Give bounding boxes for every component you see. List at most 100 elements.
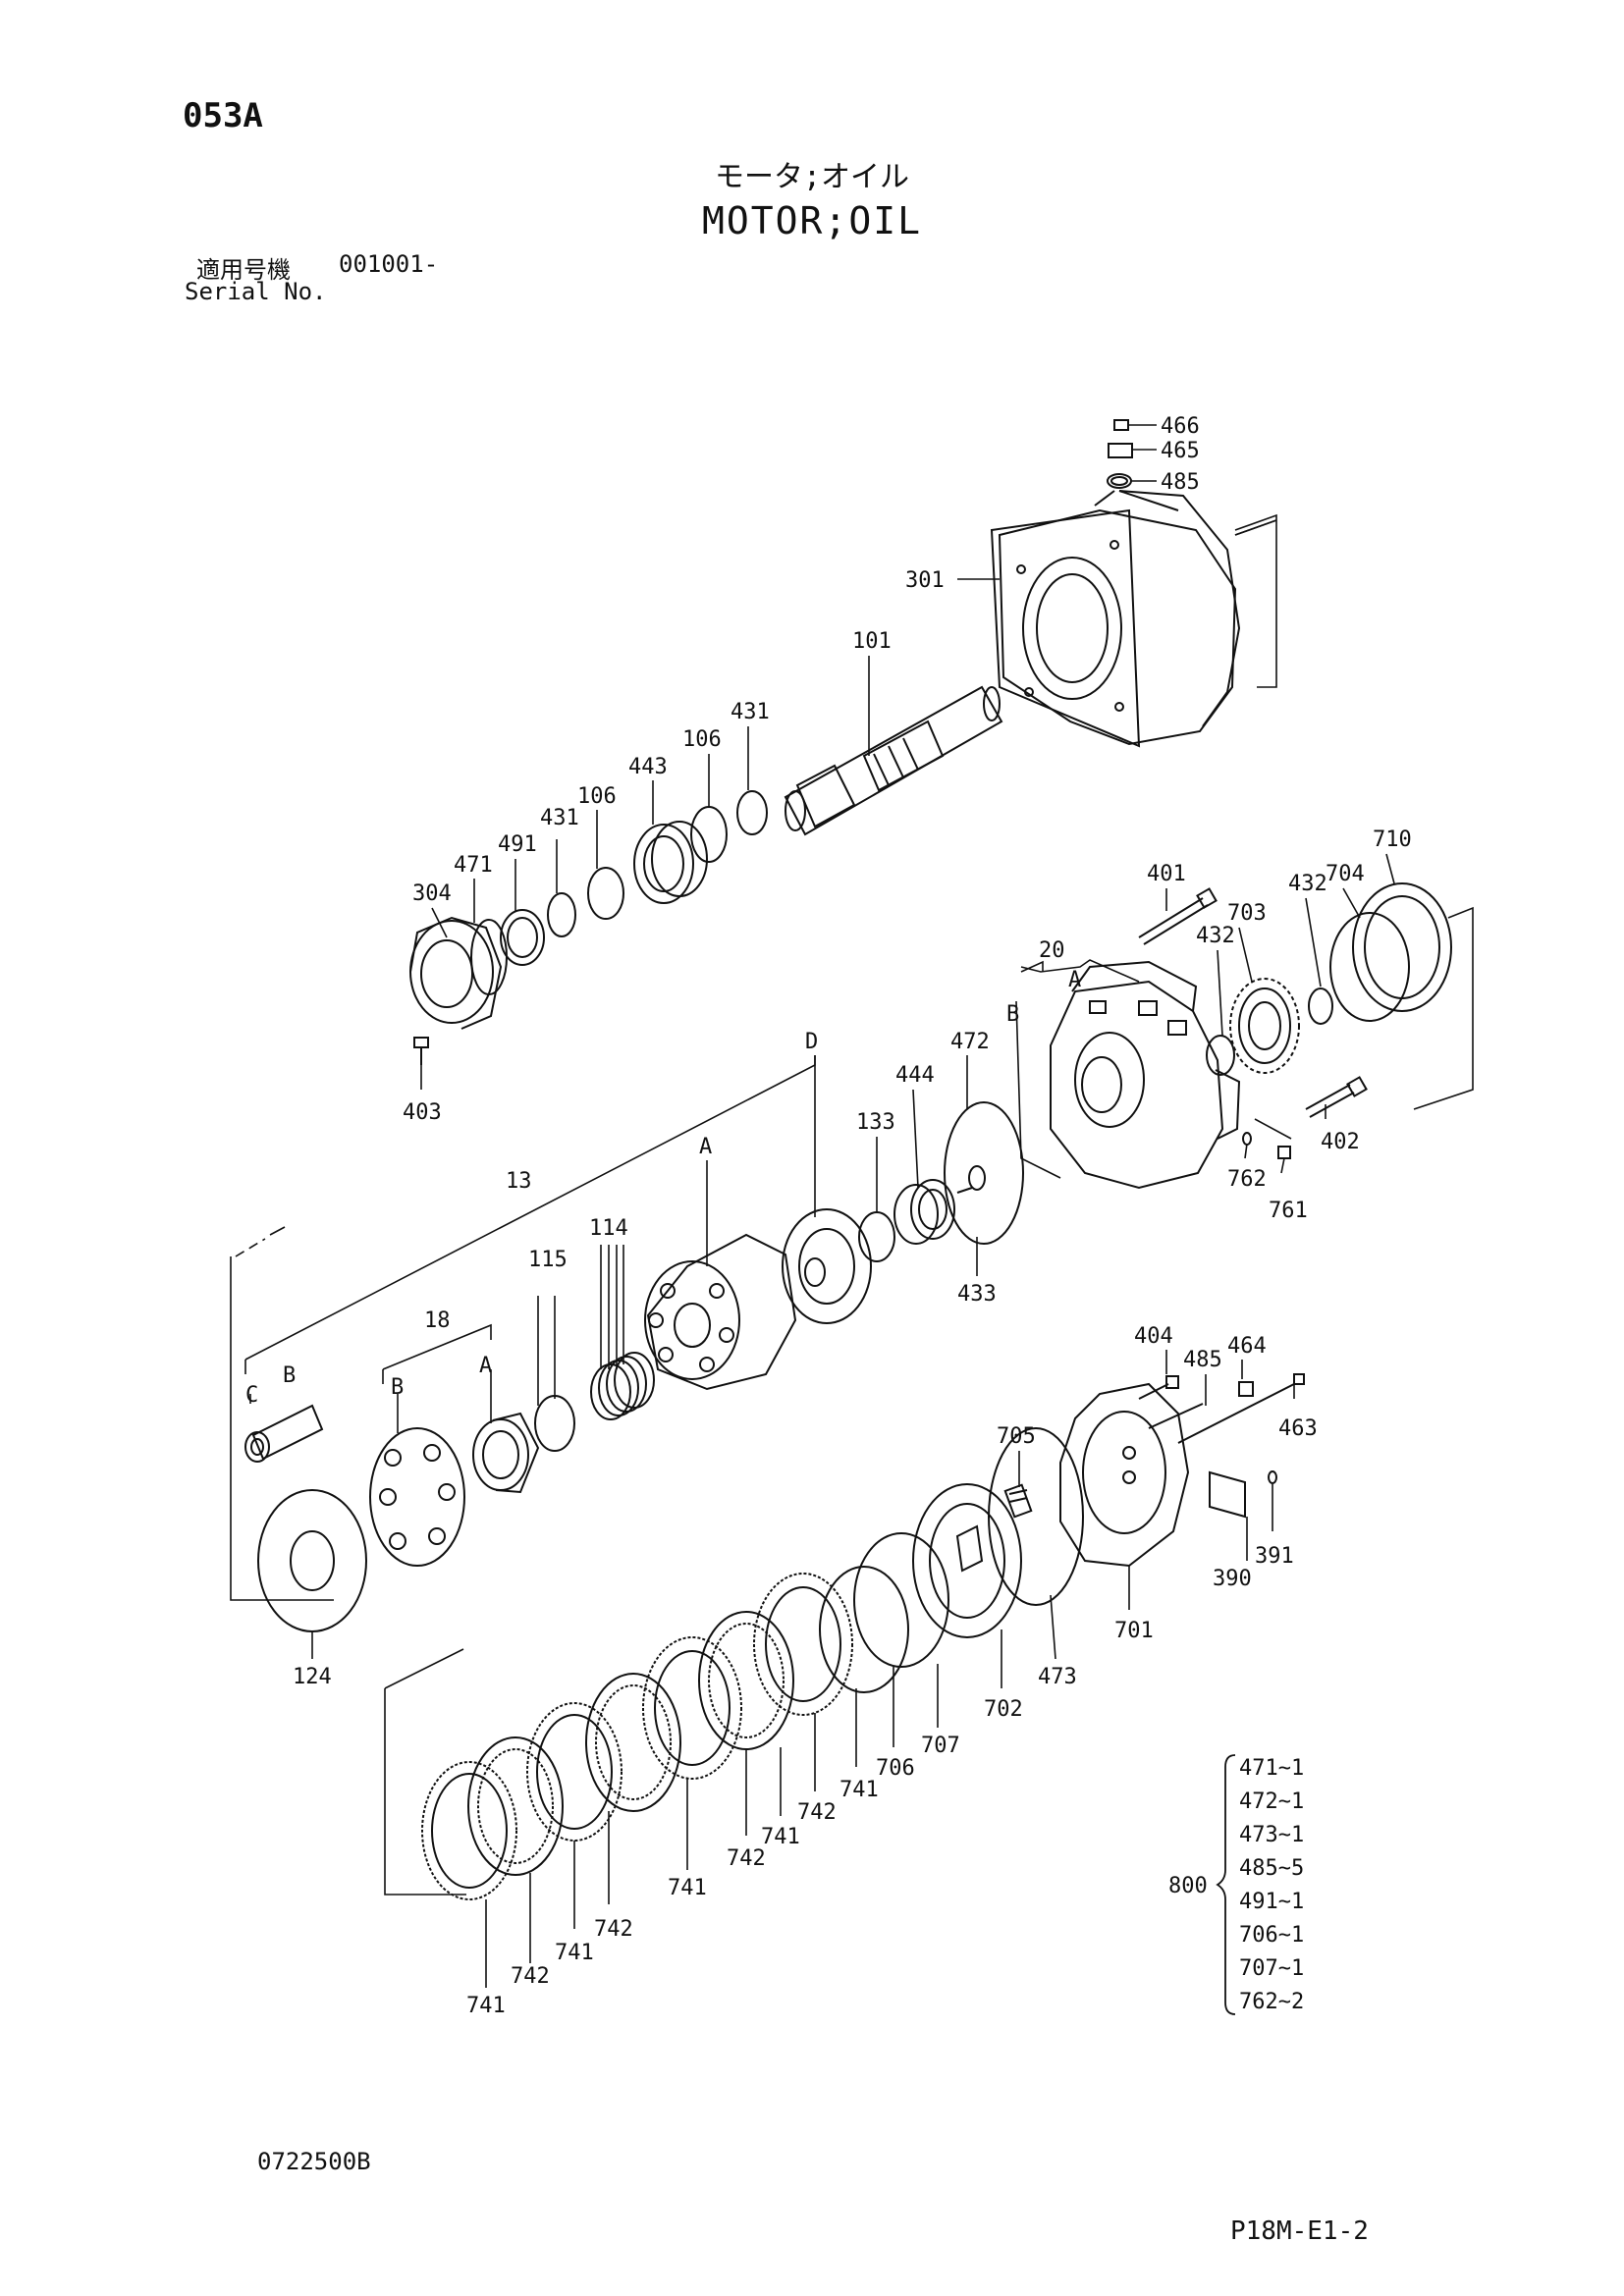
callout-464: 464	[1227, 1334, 1267, 1359]
callout-761: 761	[1269, 1199, 1308, 1223]
spring-705-drawing	[1003, 1483, 1033, 1519]
callout-391: 391	[1255, 1544, 1294, 1569]
ring-707	[853, 1532, 949, 1668]
seal-491-drawing	[500, 909, 545, 966]
callout-742-d: 742	[511, 1964, 550, 1989]
gear-703-drawing	[1229, 978, 1300, 1074]
callout-A-13: A	[699, 1135, 712, 1159]
assembly-brackets	[230, 513, 1474, 1896]
callout-20: 20	[1039, 938, 1065, 963]
callout-707: 707	[921, 1734, 960, 1758]
callout-473: 473	[1038, 1665, 1077, 1689]
piston-702-drawing	[912, 1483, 1022, 1638]
kit-item: 706~1	[1239, 1923, 1304, 1948]
shaft-101-drawing	[784, 685, 1003, 836]
callout-465: 465	[1161, 439, 1200, 463]
bearing-444-drawing	[893, 1179, 955, 1245]
callout-702: 702	[984, 1697, 1023, 1722]
retainer-plate-B-drawing	[369, 1427, 465, 1567]
page-code: 053A	[183, 96, 263, 135]
title-english: MOTOR;OIL	[702, 199, 922, 242]
kit-item: 472~1	[1239, 1789, 1304, 1814]
callout-433: 433	[957, 1282, 997, 1307]
callout-115: 115	[528, 1248, 568, 1272]
callout-390: 390	[1213, 1567, 1252, 1591]
callout-485-mid: 485	[1183, 1348, 1222, 1372]
callout-762: 762	[1227, 1167, 1267, 1192]
callout-741-a: 741	[839, 1778, 879, 1802]
callout-703: 703	[1227, 901, 1267, 926]
valve-casing-20-drawing	[1050, 960, 1241, 1190]
bolt-402	[1305, 1076, 1368, 1118]
serial-number-value: 001001-	[339, 250, 439, 278]
snap-ring-431-a	[736, 790, 768, 835]
callout-491: 491	[498, 832, 537, 857]
swash-plate-124-drawing	[257, 1489, 367, 1632]
callout-106-b: 106	[577, 784, 617, 809]
bearing-443-drawing	[633, 821, 708, 904]
callout-485-top: 485	[1161, 470, 1200, 495]
kit-brace	[1216, 1754, 1236, 2015]
callout-742-c: 742	[594, 1917, 633, 1942]
cover-701-drawing	[1059, 1382, 1190, 1568]
kit-item: 485~5	[1239, 1856, 1304, 1881]
callout-C: C	[245, 1383, 258, 1408]
callout-124: 124	[293, 1665, 332, 1689]
callout-701: 701	[1114, 1619, 1154, 1643]
callout-301: 301	[905, 568, 945, 593]
plug-762-761	[1242, 1132, 1291, 1159]
callout-704: 704	[1326, 862, 1365, 886]
cover-304-drawing	[409, 916, 503, 1030]
kit-item: 762~2	[1239, 1990, 1304, 2014]
leader-lines	[311, 424, 1395, 1988]
callout-710: 710	[1373, 828, 1412, 852]
valve-plate-D-drawing	[782, 1208, 872, 1324]
callout-18: 18	[424, 1308, 451, 1333]
callout-471: 471	[454, 853, 493, 878]
ring-706	[819, 1566, 909, 1693]
callout-431-b: 431	[540, 806, 579, 830]
kit-label: 800	[1168, 1874, 1208, 1898]
title-japanese: モータ;オイル	[714, 160, 910, 194]
kit-item: 473~1	[1239, 1823, 1304, 1847]
brake-plates-drawing	[421, 1573, 853, 1900]
callout-432-b: 432	[1196, 924, 1235, 948]
callout-402: 402	[1321, 1130, 1360, 1154]
sheet-code: P18M-E1-2	[1230, 2216, 1369, 2246]
callout-133: 133	[856, 1110, 895, 1135]
callout-706: 706	[876, 1756, 915, 1781]
callout-A-18: A	[479, 1354, 492, 1378]
ball-guide-A-drawing	[472, 1412, 540, 1494]
callout-431-a: 431	[731, 700, 770, 724]
callout-466: 466	[1161, 414, 1200, 439]
callout-742-b: 742	[727, 1846, 766, 1871]
callout-463: 463	[1278, 1416, 1318, 1441]
kit-item: 471~1	[1239, 1756, 1304, 1781]
bolt-401	[1138, 887, 1218, 945]
document-code: 0722500B	[257, 2148, 371, 2175]
callout-101: 101	[852, 629, 892, 654]
bolts-404-485-464-463	[1138, 1373, 1305, 1444]
callout-444: 444	[895, 1063, 935, 1088]
callout-B-13: B	[283, 1363, 296, 1388]
callout-401: 401	[1147, 862, 1186, 886]
callout-106-a: 106	[682, 727, 722, 752]
callout-742-a: 742	[797, 1800, 837, 1825]
callout-432-a: 432	[1288, 872, 1327, 896]
kit-item: 491~1	[1239, 1890, 1304, 1914]
oring-473	[988, 1427, 1084, 1606]
callout-741-b: 741	[761, 1825, 800, 1849]
callout-13: 13	[506, 1169, 532, 1194]
callout-741-e: 741	[466, 1994, 506, 2018]
callout-741-c: 741	[668, 1876, 707, 1900]
spacer-106-b	[587, 867, 624, 920]
serial-label-english: Serial No.	[185, 278, 327, 305]
callout-403: 403	[403, 1100, 442, 1125]
snap-ring-432-b	[1308, 988, 1333, 1025]
piston-C-drawing	[244, 1404, 324, 1463]
kit-item: 707~1	[1239, 1956, 1304, 1981]
ring-115	[534, 1395, 575, 1452]
callout-D: D	[805, 1030, 818, 1054]
callout-B-20: B	[1006, 1002, 1019, 1027]
